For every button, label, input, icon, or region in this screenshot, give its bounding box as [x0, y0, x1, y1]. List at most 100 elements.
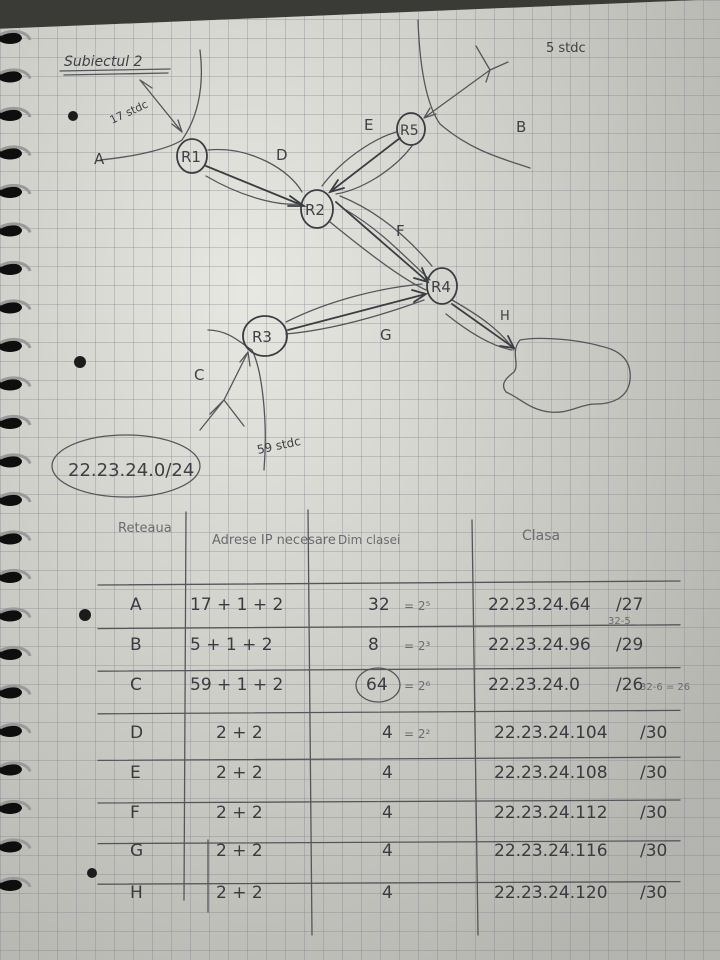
- label-network-d: D: [276, 146, 288, 164]
- table-row-line: [97, 880, 681, 885]
- label-network-e: E: [364, 116, 373, 134]
- link-f-arrow: [335, 201, 430, 284]
- cell-network: A: [130, 595, 142, 615]
- cell-class-prefix: /27: [616, 595, 643, 615]
- cell-class-prefix: /29: [616, 635, 643, 655]
- spiral-ring: [0, 106, 32, 121]
- cell-class-prefix: /30: [640, 723, 667, 743]
- svg-text:R4: R4: [431, 278, 451, 296]
- cell-class-size: 4: [382, 763, 393, 783]
- table-row-line: [97, 840, 681, 845]
- table-row-line: [97, 799, 681, 804]
- cell-power: = 2⁶: [404, 679, 431, 693]
- cell-class-size: 32: [368, 595, 390, 615]
- spiral-ring: [0, 799, 32, 814]
- cell-power: = 2²: [404, 727, 431, 741]
- link-d-boundary: [205, 148, 303, 205]
- spiral-ring: [0, 491, 32, 506]
- cell-network: B: [130, 635, 142, 655]
- cell-class-address: 22.23.24.120: [494, 883, 608, 903]
- cell-required-ips: 59 + 1 + 2: [190, 675, 283, 695]
- cell-class-address: 22.23.24.108: [494, 763, 608, 783]
- cell-required-ips: 2 + 2: [216, 723, 263, 743]
- network-b-hosts-arrow: [423, 45, 509, 119]
- spiral-ring: [0, 376, 32, 391]
- link-f-boundary: [329, 195, 433, 291]
- cell-required-ips: 2 + 2: [216, 841, 263, 861]
- spiral-binding: [0, 29, 32, 891]
- spiral-ring: [0, 145, 32, 160]
- spiral-ring: [0, 260, 32, 275]
- svg-text:R3: R3: [252, 328, 272, 346]
- cell-class-address: 22.23.24.116: [494, 841, 608, 861]
- network-a-boundary: [99, 49, 203, 161]
- cell-class-size: 8: [368, 635, 379, 655]
- label-network-h: H: [500, 309, 510, 324]
- network-b-boundary: [417, 19, 531, 169]
- table-row-line: [97, 624, 681, 630]
- svg-text:R1: R1: [181, 148, 201, 166]
- header-class: Clasa: [522, 528, 560, 544]
- punch-hole: [68, 111, 78, 121]
- link-h-arrow: [451, 303, 516, 350]
- note-c-hosts: 59 stdc: [256, 434, 302, 457]
- cell-class-address: 22.23.24.64: [488, 595, 591, 615]
- subnet-table: Reteaua Adrese IP necesare Dim clasei Cl…: [97, 509, 690, 936]
- spiral-ring: [0, 68, 32, 83]
- spiral-ring: [0, 645, 32, 660]
- spiral-ring: [0, 453, 32, 468]
- cell-class-prefix: /30: [640, 803, 667, 823]
- cell-network: F: [130, 803, 140, 823]
- punch-hole: [79, 609, 91, 621]
- cell-class-address: 22.23.24.112: [494, 803, 608, 823]
- label-network-a: A: [94, 150, 105, 168]
- router-r2: R2: [300, 189, 334, 229]
- link-d-arrow: [205, 165, 307, 207]
- cell-class-size: 4: [382, 883, 393, 903]
- external-network-cloud: [502, 337, 631, 413]
- punch-hole: [87, 868, 97, 878]
- link-g-arrow: [287, 289, 429, 331]
- table-col-separator: [471, 519, 479, 936]
- cell-required-ips: 2 + 2: [216, 883, 263, 903]
- cell-required-ips: 17 + 1 + 2: [190, 595, 283, 615]
- spiral-ring: [0, 838, 32, 853]
- spiral-ring: [0, 607, 32, 622]
- cell-required-ips: 2 + 2: [216, 763, 263, 783]
- punch-hole: [74, 356, 86, 368]
- cell-class-prefix: /30: [640, 763, 667, 783]
- sheet-title: Subiectul 2: [64, 54, 143, 70]
- spiral-ring: [0, 183, 32, 198]
- router-r4: R4: [426, 267, 458, 305]
- svg-text:R5: R5: [400, 123, 419, 139]
- link-e-boundary: [321, 131, 413, 195]
- spiral-ring: [0, 568, 32, 583]
- spiral-ring: [0, 29, 32, 44]
- cell-network: G: [130, 841, 143, 861]
- cell-power: = 2³: [404, 639, 431, 653]
- cell-note: 32-5: [608, 616, 631, 627]
- header-required-ips: Adrese IP necesare: [212, 533, 336, 548]
- spiral-ring: [0, 684, 32, 699]
- table-row-line: [97, 756, 681, 762]
- cell-class-address: 22.23.24.104: [494, 723, 608, 743]
- spiral-ring: [0, 337, 32, 352]
- spiral-ring: [0, 299, 32, 314]
- cell-class-size: 64: [366, 675, 388, 695]
- link-e-arrow: [327, 137, 401, 194]
- table-col-separator: [307, 509, 313, 936]
- spiral-ring: [0, 876, 32, 891]
- table-row-line: [97, 709, 681, 715]
- label-network-f: F: [396, 222, 405, 240]
- cell-class-address: 22.23.24.0: [488, 675, 580, 695]
- network-a-hosts-arrow: [139, 79, 183, 133]
- cell-network: E: [130, 763, 141, 783]
- note-b-hosts: 5 stdc: [546, 41, 586, 56]
